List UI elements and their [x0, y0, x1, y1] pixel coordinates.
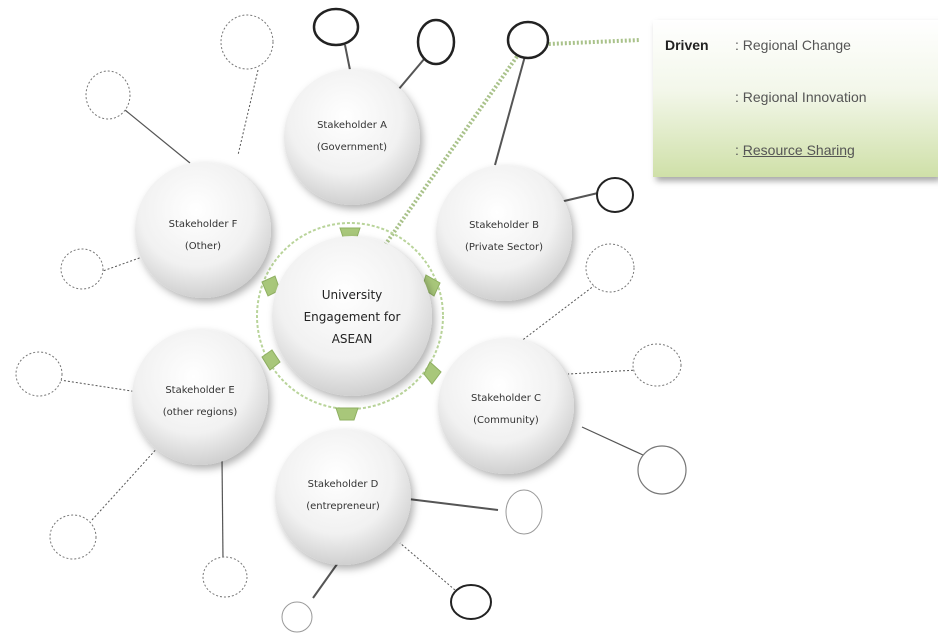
- outer-circle: [596, 177, 634, 213]
- stakeholder-name: Stakeholder F: [168, 219, 238, 230]
- stakeholder-group: (Community): [473, 415, 539, 426]
- outer-circle: [632, 343, 682, 387]
- stakeholder-c-label: Stakeholder C (Community): [446, 388, 566, 432]
- outer-circle: [281, 601, 313, 633]
- stakeholder-d-bubble: [275, 429, 411, 565]
- center-label: University Engagement for ASEAN: [287, 284, 417, 350]
- legend-item-prefix: :: [735, 142, 743, 158]
- center-line-2: Engagement for: [303, 310, 401, 324]
- stakeholder-name: Stakeholder E: [165, 385, 235, 396]
- outer-circle: [202, 556, 248, 598]
- connector-line: [99, 255, 146, 273]
- stakeholder-group: (Government): [316, 142, 388, 153]
- stakeholder-name: Stakeholder A: [317, 120, 387, 131]
- legend-title: Driven: [665, 37, 709, 53]
- stakeholder-f-bubble: [135, 162, 271, 298]
- stakeholder-e-label: Stakeholder E (other regions): [140, 380, 260, 424]
- legend-item-regional-change: : Regional Change: [735, 37, 851, 53]
- ring-arrow: [261, 349, 281, 371]
- stakeholder-name: Stakeholder D: [307, 479, 379, 490]
- stakeholder-a-bubble: [284, 69, 420, 205]
- connector-line: [124, 109, 191, 164]
- ring-arrow: [335, 407, 359, 421]
- connector-line: [221, 457, 224, 561]
- connector-line: [59, 379, 139, 393]
- legend-item-regional-innovation: : Regional Innovation: [735, 89, 867, 105]
- outer-circle: [506, 20, 550, 60]
- connector-line: [399, 497, 499, 511]
- connector-line: [567, 369, 638, 375]
- stakeholder-group: (entrepreneur): [306, 501, 380, 512]
- stakeholder-group: (Private Sector): [465, 242, 543, 253]
- stakeholder-f-label: Stakeholder F (Other): [143, 214, 263, 258]
- stakeholder-c-bubble: [438, 338, 574, 474]
- outer-circle: [220, 14, 274, 70]
- connector-line: [399, 542, 456, 591]
- outer-circle: [49, 514, 97, 560]
- outer-circles: [15, 7, 687, 633]
- connector-line: [581, 426, 644, 456]
- stakeholder-b-label: Stakeholder B (Private Sector): [444, 215, 564, 259]
- center-bubble: [272, 236, 432, 396]
- outer-circle: [637, 445, 687, 495]
- outer-circle: [505, 489, 543, 535]
- outer-circle: [85, 70, 131, 120]
- stakeholder-name: Stakeholder C: [471, 393, 541, 404]
- outer-circle: [450, 584, 492, 620]
- center-line-1: University: [321, 288, 383, 302]
- legend-item-resource-sharing: : Resource Sharing: [735, 142, 855, 158]
- connector-line: [494, 55, 526, 166]
- connector-line: [312, 559, 341, 599]
- ring-arrow: [423, 361, 442, 385]
- stakeholder-b-bubble: [436, 165, 572, 301]
- resource-sharing-link[interactable]: Resource Sharing: [742, 142, 855, 158]
- stakeholder-name: Stakeholder B: [469, 220, 539, 231]
- stakeholder-a-label: Stakeholder A (Government): [292, 115, 412, 159]
- stakeholder-d-label: Stakeholder D (entrepreneur): [283, 474, 403, 518]
- outer-circle: [585, 243, 635, 293]
- outer-circle: [60, 248, 104, 290]
- stakeholder-group: (other regions): [162, 407, 238, 418]
- outer-circle: [15, 351, 63, 397]
- connector-line: [559, 192, 599, 203]
- stakeholder-bubbles: [132, 69, 574, 565]
- connector-line: [237, 69, 259, 156]
- connector-line: [91, 444, 161, 521]
- center-line-3: ASEAN: [331, 332, 373, 346]
- stakeholder-group: (Other): [184, 241, 222, 252]
- connector-line: [515, 284, 596, 346]
- outer-circle: [312, 7, 360, 47]
- connector-line: [344, 44, 351, 71]
- driven-legend: Driven : Regional Change : Regional Inno…: [653, 20, 938, 177]
- connector-lines: [59, 44, 644, 599]
- stakeholder-e-bubble: [132, 329, 268, 465]
- outer-circle: [416, 18, 456, 66]
